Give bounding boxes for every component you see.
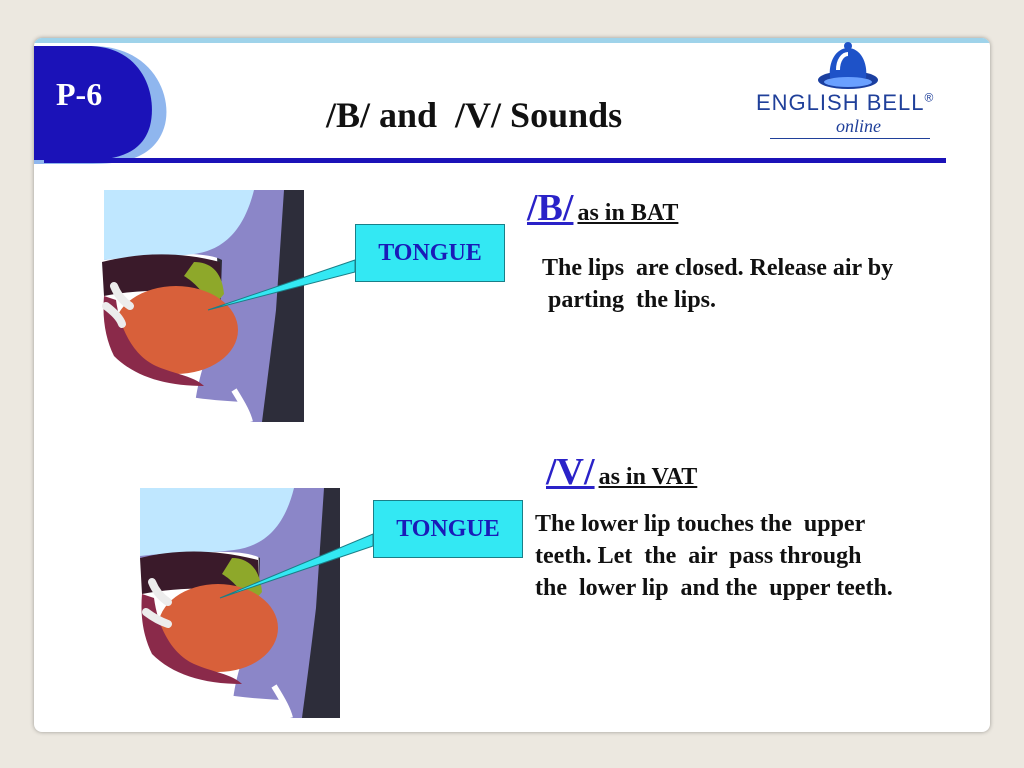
page-badge [34, 46, 167, 164]
description-line: teeth. Let the air pass through [535, 543, 862, 569]
section-heading-v: /V/as in VAT [546, 450, 697, 494]
logo-name: ENGLISH BELL® [756, 90, 934, 116]
example-word: as in BAT [577, 200, 679, 226]
bell-icon [818, 42, 878, 89]
phoneme-symbol: /B/ [527, 187, 574, 229]
mouth-diagram-b [44, 190, 314, 422]
example-word: as in VAT [598, 464, 698, 490]
tongue-callout: TONGUE [355, 224, 505, 282]
slide: P-6 /B/ and /V/ Sounds ENGLISH BELL® onl… [34, 38, 990, 732]
description-line: parting the lips. [542, 287, 717, 313]
mouth-diagram-v [80, 488, 350, 718]
tongue-callout: TONGUE [373, 500, 523, 558]
description-line: The lips are closed. Release air by [542, 255, 894, 281]
logo: ENGLISH BELL® online [750, 40, 970, 150]
logo-subtitle: online [836, 116, 881, 136]
description-line: the lower lip and the upper teeth. [535, 575, 893, 601]
section-description-v: The lower lip touches the upper teeth. Le… [535, 508, 893, 604]
top-accent-strip [34, 38, 990, 43]
logo-underline [770, 138, 930, 139]
registered-mark: ® [924, 90, 935, 105]
page-title: /B/ and /V/ Sounds [326, 95, 623, 135]
section-description-b: The lips are closed. Release air by part… [542, 252, 893, 316]
section-heading-b: /B/as in BAT [527, 186, 678, 230]
description-line: The lower lip touches the upper [535, 511, 866, 537]
phoneme-symbol: /V/ [546, 451, 595, 493]
page-label: P-6 [56, 76, 103, 112]
title-divider [44, 158, 946, 163]
logo-name-text: ENGLISH BELL [756, 90, 925, 115]
